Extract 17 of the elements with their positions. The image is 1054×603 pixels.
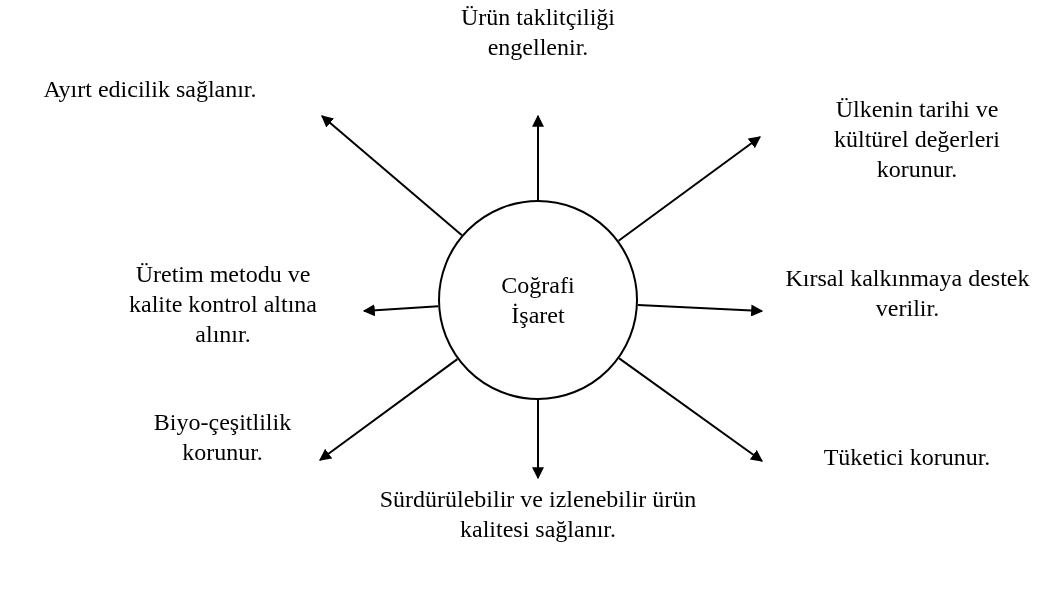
arrow <box>618 357 763 462</box>
node-label: Sürdürülebilir ve izlenebilir ürün kalitesi sağlanır. <box>378 485 698 544</box>
arrow <box>321 115 463 237</box>
arrow <box>532 114 544 201</box>
node-label: Kırsal kalkınmaya destek verilir. <box>784 264 1031 323</box>
node-label: Ülkenin tarihi ve kültürel değerleri korunur. <box>833 95 1001 184</box>
arrow <box>636 303 764 317</box>
node-label: Ayırt edicilik sağlanır. <box>43 75 257 104</box>
node-label: Coğrafi İşaret <box>500 271 576 330</box>
arrow <box>617 136 761 242</box>
arrow <box>532 399 544 480</box>
node-label: Biyo-çeşitlilik korunur. <box>152 408 293 467</box>
node-label: Ürün taklitçiliği engellenir. <box>460 3 616 62</box>
arrow <box>362 304 440 317</box>
node-label: Tüketici korunur. <box>823 443 991 472</box>
node-label: Üretim metodu ve kalite kontrol altına alınır. <box>128 260 318 349</box>
arrow <box>319 358 459 461</box>
